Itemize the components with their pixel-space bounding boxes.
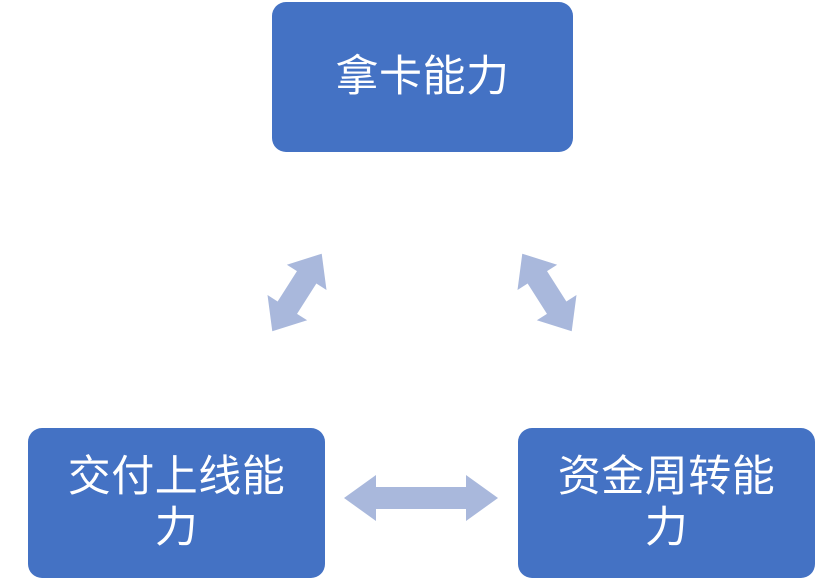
double-headed-arrow-icon-bottom-horizontal: [344, 475, 498, 521]
node-box-top[interactable]: 拿卡能力: [272, 2, 573, 152]
node-label-top: 拿卡能力: [335, 52, 510, 101]
double-headed-arrow-icon-left-diagonal: [267, 253, 327, 332]
node-label-bottom-left: 交付上线能 力: [67, 453, 286, 552]
double-headed-arrow-icon-right-diagonal: [517, 253, 577, 332]
node-label-bottom-right: 资金周转能 力: [557, 453, 776, 552]
node-box-bottom-right[interactable]: 资金周转能 力: [518, 428, 815, 578]
node-box-bottom-left[interactable]: 交付上线能 力: [28, 428, 325, 578]
